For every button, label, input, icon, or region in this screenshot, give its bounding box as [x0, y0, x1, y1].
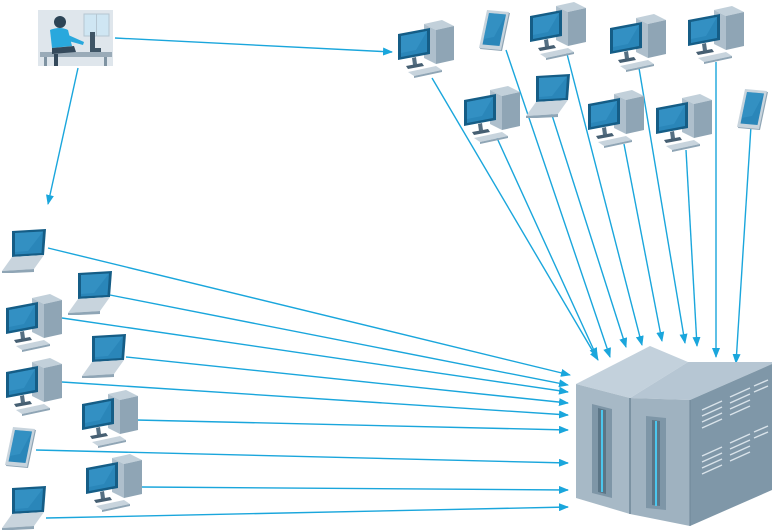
arrow-l6-to-server	[136, 420, 568, 430]
desktop-computer-icon	[86, 454, 142, 512]
desktop-computer-icon	[656, 94, 712, 152]
top-device-group	[398, 2, 768, 152]
tablet-icon	[479, 10, 510, 51]
arrow-t9-to-server	[686, 150, 697, 346]
arrow-controller-to-top-group	[115, 38, 392, 52]
laptop-icon	[2, 229, 46, 274]
left-device-group	[2, 229, 142, 530]
arrow-l8-to-server	[142, 487, 568, 490]
arrow-l4-to-server	[126, 357, 568, 403]
desktop-computer-icon	[464, 86, 520, 144]
desktop-computer-icon	[610, 14, 666, 72]
desktop-computer-icon	[688, 6, 744, 64]
tablet-icon	[737, 89, 768, 130]
desktop-computer-icon	[6, 358, 62, 416]
arrow-controller-to-left-group	[48, 68, 78, 204]
desktop-computer-icon	[398, 20, 454, 78]
desktop-computer-icon	[530, 2, 586, 60]
arrow-l1-to-server	[48, 248, 570, 375]
server-rack-icon	[576, 346, 772, 526]
tablet-icon	[5, 427, 36, 468]
desktop-computer-icon	[82, 390, 138, 448]
person-at-computer-icon	[38, 10, 113, 66]
arrow-l3-to-server	[62, 318, 568, 392]
desktop-computer-icon	[6, 294, 62, 352]
desktop-computer-icon	[588, 90, 644, 148]
arrow-l2-to-server	[110, 295, 568, 385]
arrow-t7-to-server	[551, 112, 626, 347]
laptop-icon	[82, 334, 126, 379]
arrow-l9-to-server	[46, 507, 568, 518]
laptop-icon	[2, 486, 46, 530]
laptop-icon	[526, 74, 570, 119]
arrow-t10-to-server	[736, 126, 751, 363]
laptop-icon	[68, 271, 112, 316]
